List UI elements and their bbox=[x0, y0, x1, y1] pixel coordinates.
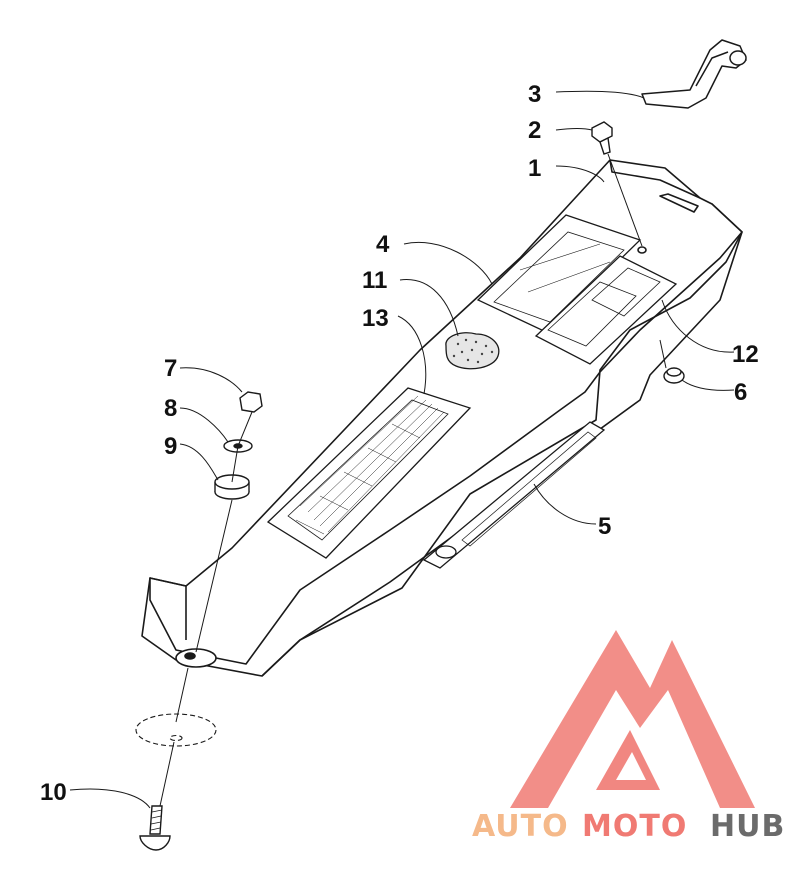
skid-plate-slot bbox=[659, 193, 699, 213]
leader-5 bbox=[533, 483, 597, 525]
decal-chart bbox=[266, 387, 472, 559]
decal-info-box-1 bbox=[547, 281, 637, 347]
decal-chart-grid bbox=[295, 395, 445, 535]
callout-6: 6 bbox=[734, 379, 747, 406]
grommet bbox=[663, 367, 685, 384]
decal-info bbox=[534, 255, 678, 365]
assembly-axes bbox=[159, 153, 643, 807]
watermark-triangle-core-hole bbox=[616, 752, 646, 780]
callout-10: 10 bbox=[40, 779, 67, 806]
watermark-text-moto: MOTO bbox=[582, 809, 687, 844]
callout-7: 7 bbox=[164, 355, 177, 382]
decal-strip-logo bbox=[435, 545, 457, 559]
callout-1: 1 bbox=[528, 155, 541, 182]
callout-3: 3 bbox=[528, 81, 541, 108]
watermark-text-hub: HUB bbox=[710, 809, 785, 844]
axis-top-fastener bbox=[607, 153, 643, 247]
bolt bbox=[139, 805, 171, 851]
skid-plate-front-lip bbox=[149, 577, 187, 640]
callout-labels: 1 2 3 4 5 6 7 8 9 10 11 12 13 bbox=[40, 81, 759, 806]
decal-warning-line-2 bbox=[527, 261, 611, 293]
decal-chart-inner bbox=[287, 399, 449, 541]
callout-8: 8 bbox=[164, 395, 177, 422]
watermark-text: AUTO MOTO HUB bbox=[472, 809, 785, 844]
fastener-top-shank bbox=[599, 136, 611, 155]
leader-6 bbox=[681, 379, 735, 391]
decal-warning-inner bbox=[493, 231, 625, 323]
decal-info-box-2 bbox=[591, 267, 661, 317]
grommet-top bbox=[666, 367, 682, 377]
decal-info-outline bbox=[534, 255, 678, 365]
bracket-edge bbox=[695, 51, 729, 87]
callout-12: 12 bbox=[732, 341, 759, 368]
nut bbox=[239, 391, 263, 413]
callout-13: 13 bbox=[362, 305, 389, 332]
spacer bbox=[214, 474, 250, 500]
bracket-eye bbox=[729, 50, 747, 66]
bolt-head bbox=[139, 835, 171, 851]
decal-strip bbox=[422, 421, 606, 569]
fastener-top-head bbox=[591, 121, 613, 143]
leader-3 bbox=[555, 90, 645, 99]
leader-12 bbox=[661, 299, 735, 353]
skid-plate-boss-hole bbox=[184, 652, 196, 660]
leader-4 bbox=[403, 242, 493, 285]
leader-13 bbox=[397, 315, 427, 395]
nut-body bbox=[239, 391, 263, 413]
leader-2 bbox=[555, 128, 593, 131]
fastener-top bbox=[591, 121, 613, 155]
pad-dots bbox=[452, 338, 494, 364]
leader-8 bbox=[179, 407, 229, 443]
leader-7 bbox=[179, 367, 243, 393]
bolt-shank bbox=[149, 805, 163, 835]
decal-warning-line bbox=[519, 243, 601, 271]
callout-9: 9 bbox=[164, 433, 177, 460]
callout-5: 5 bbox=[598, 513, 611, 540]
leader-10 bbox=[69, 788, 151, 809]
phantom-washer-outline bbox=[135, 713, 217, 747]
leader-5b bbox=[659, 339, 667, 369]
leader-9 bbox=[179, 443, 219, 481]
bracket bbox=[641, 39, 747, 109]
callout-11: 11 bbox=[362, 267, 387, 294]
skid-plate-hole bbox=[637, 246, 647, 254]
skid-plate-contour bbox=[261, 231, 743, 677]
bracket-body bbox=[641, 39, 747, 109]
leader-lines bbox=[69, 90, 735, 809]
axis-front-bolt bbox=[159, 411, 253, 807]
leader-11 bbox=[399, 279, 459, 337]
skid-plate-rear-ledge bbox=[609, 159, 701, 199]
leader-1 bbox=[555, 165, 605, 183]
callout-2: 2 bbox=[528, 117, 541, 144]
pad bbox=[445, 332, 500, 370]
watermark-text-auto: AUTO bbox=[472, 809, 569, 844]
callout-4: 4 bbox=[376, 231, 390, 258]
phantom-washer bbox=[135, 713, 217, 747]
bolt-threads bbox=[150, 809, 163, 831]
decal-strip-inner bbox=[461, 431, 597, 547]
watermark-logo bbox=[510, 630, 755, 808]
phantom-washer-hole bbox=[169, 734, 183, 742]
